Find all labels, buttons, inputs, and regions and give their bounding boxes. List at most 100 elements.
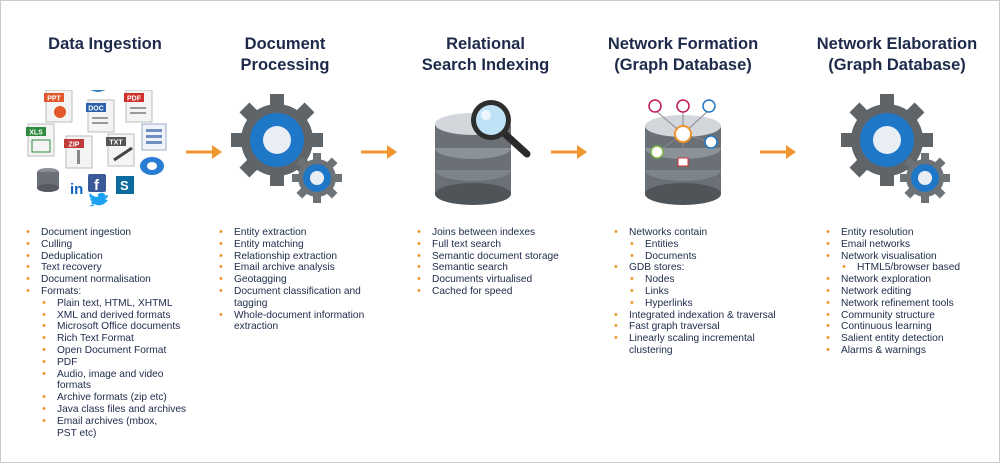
list-item: Joins between indexes <box>417 227 559 239</box>
stage-title: Network Elaboration (Graph Database) <box>797 34 997 76</box>
list-item: Entities <box>614 239 776 251</box>
stage-title: Data Ingestion <box>10 34 200 55</box>
database-search-icon-area <box>393 90 578 210</box>
stage-title: Relational Search Indexing <box>393 34 578 76</box>
globe-icon <box>84 64 112 92</box>
list-item: Network visualisation <box>826 251 960 263</box>
list-item: Alarms & warnings <box>826 345 960 357</box>
list-item: PDF <box>26 357 200 369</box>
list-item: HTML5/browser based <box>826 262 960 274</box>
svg-text:TXT: TXT <box>109 140 123 147</box>
sharepoint-icon <box>116 176 134 194</box>
list-item: Document normalisation <box>26 274 200 286</box>
list-item: XML and derived formats <box>26 310 200 322</box>
svg-text:DOC: DOC <box>88 106 104 113</box>
flow-arrow <box>760 145 796 159</box>
stage-feature-list: Document ingestionCullingDeduplicationTe… <box>26 227 200 439</box>
list-item: Plain text, HTML, XHTML <box>26 298 200 310</box>
list-item: Deduplication <box>26 251 200 263</box>
linkedin-icon: in <box>70 181 83 198</box>
list-item: Open Document Format <box>26 345 200 357</box>
svg-text:S: S <box>120 178 129 193</box>
list-item: Document classification and <box>219 286 364 298</box>
stage-feature-list: Entity extractionEntity matchingRelation… <box>219 227 364 333</box>
facebook-icon <box>88 174 106 192</box>
list-item: Linearly scaling incremental <box>614 333 776 345</box>
list-item: clustering <box>629 344 673 356</box>
list-item: Rich Text Format <box>26 333 200 345</box>
svg-text:f: f <box>94 177 100 194</box>
list-item: Relationship extraction <box>219 251 364 263</box>
stage-feature-list: Joins between indexesFull text searchSem… <box>417 227 559 298</box>
list-item: Culling <box>26 239 200 251</box>
list-item: Salient entity detection <box>826 333 960 345</box>
stage-title-line: (Graph Database) <box>828 56 966 74</box>
list-item: Network exploration <box>826 274 960 286</box>
list-item: Whole-document information <box>219 310 364 322</box>
list-item: Semantic document storage <box>417 251 559 263</box>
flow-arrow <box>361 145 397 159</box>
list-item: Text recovery <box>26 262 200 274</box>
magnifier-icon <box>471 100 531 158</box>
list-item: Document ingestion <box>26 227 200 239</box>
stage-network-elaboration: Network Elaboration (Graph Database) <box>797 0 997 463</box>
list-item: Semantic search <box>417 262 559 274</box>
list-item: Documents virtualised <box>417 274 559 286</box>
list-item: Networks contain <box>614 227 776 239</box>
stage-title-line: Processing <box>240 56 330 74</box>
list-item: Network editing <box>826 286 960 298</box>
stage-feature-list: Entity resolutionEmail networksNetwork v… <box>826 227 960 357</box>
list-item: PST etc) <box>57 427 97 439</box>
zip-file-icon: ZIP <box>64 135 93 169</box>
file-formats-icon-cluster: PPT DOC PDF XL <box>10 64 200 210</box>
list-icon <box>141 123 167 151</box>
svg-text:PPT: PPT <box>47 96 61 103</box>
stage-title-line: Document <box>244 35 326 53</box>
stage-title-line: Relational <box>446 35 525 53</box>
gears-icon-area <box>195 90 375 210</box>
list-item: tagging <box>234 297 268 309</box>
list-item: Full text search <box>417 239 559 251</box>
list-item: Email archives (mbox, <box>26 416 200 428</box>
xls-file-icon: XLS <box>26 123 55 157</box>
twitter-icon <box>89 192 108 207</box>
list-item: Entity extraction <box>219 227 364 239</box>
list-item: extraction <box>234 321 279 333</box>
gears-icon <box>231 94 342 203</box>
list-item: Cached for speed <box>417 286 559 298</box>
stage-document-processing: Document Processing <box>195 0 375 463</box>
list-item: Integrated indexation & traversal <box>614 310 776 322</box>
list-item: Archive formats (zip etc) <box>26 392 200 404</box>
outlook-icon <box>140 157 164 175</box>
list-item: Links <box>614 286 776 298</box>
stage-title-line: Search Indexing <box>421 56 550 74</box>
stage-feature-list: Networks containEntitiesDocumentsGDB sto… <box>614 227 776 357</box>
stage-relational-search-indexing: Relational Search Indexing Joins between… <box>393 0 578 463</box>
svg-text:ZIP: ZIP <box>69 142 80 149</box>
list-item: Geotagging <box>219 274 364 286</box>
file-formats-icon: PPT DOC PDF XL <box>26 64 167 207</box>
stage-title-line: Network Formation <box>607 35 759 53</box>
list-item: Documents <box>614 251 776 263</box>
database-search-icon <box>435 100 531 205</box>
stage-title: Network Formation (Graph Database) <box>583 34 783 76</box>
stage-data-ingestion: Data Ingestion PPT DOC <box>10 0 200 463</box>
gears-icon-area <box>797 90 997 210</box>
graph-database-icon <box>645 99 721 205</box>
graph-database-icon-area <box>583 90 783 210</box>
flow-arrow <box>551 145 587 159</box>
list-item: Formats: <box>26 286 200 298</box>
list-item: Email networks <box>826 239 960 251</box>
list-item: Microsoft Office documents <box>26 321 200 333</box>
stage-title-line: Data Ingestion <box>48 35 162 53</box>
person-node-icon <box>648 99 718 167</box>
list-item: Fast graph traversal <box>614 321 776 333</box>
stage-network-formation: Network Formation (Graph Database) <box>583 0 783 463</box>
ppt-file-icon: PPT <box>44 89 73 123</box>
svg-text:XLS: XLS <box>29 130 43 137</box>
list-item: Network refinement tools <box>826 298 960 310</box>
list-item: Email archive analysis <box>219 262 364 274</box>
list-item: Nodes <box>614 274 776 286</box>
pdf-file-icon: PDF <box>124 89 153 123</box>
stage-title-line: (Graph Database) <box>614 56 752 74</box>
